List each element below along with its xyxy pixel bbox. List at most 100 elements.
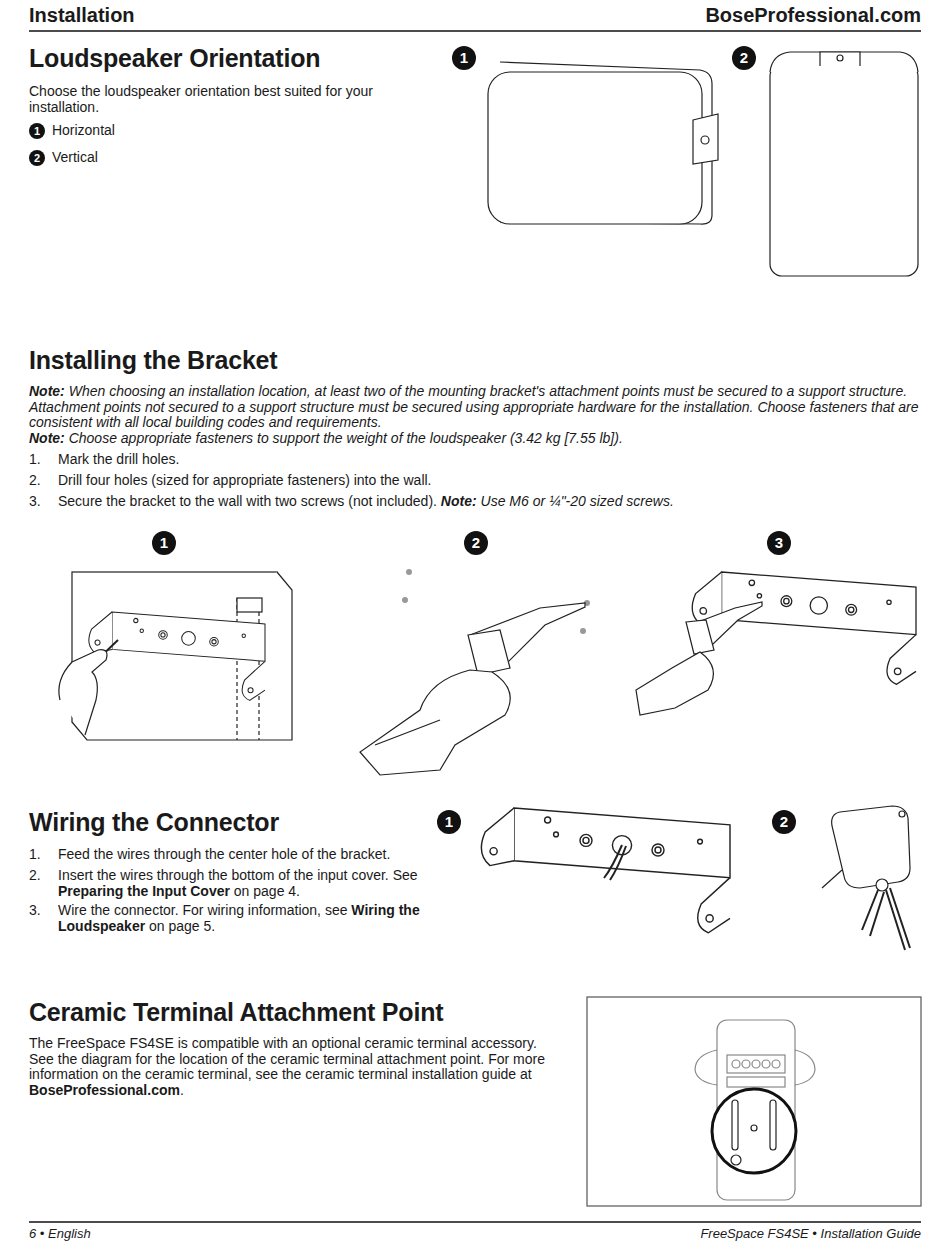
ceramic-terminal-figure <box>587 997 921 1206</box>
note: Note: Choose appropriate fasteners to su… <box>29 431 921 447</box>
input-cover <box>822 870 842 888</box>
callout-number: 2 <box>732 46 756 70</box>
section-heading: Installing the Bracket <box>29 346 277 375</box>
speaker-horizontal <box>488 72 702 224</box>
text: The FreeSpace FS4SE is compatible with a… <box>29 1035 545 1082</box>
step-text: Wire the connector. For wiring informati… <box>58 903 428 934</box>
ceramic-terminal-figure <box>770 1100 776 1150</box>
ceramic-terminal-figure <box>732 1060 740 1068</box>
text: Loudspeaker Orientation <box>29 44 320 72</box>
step-text: Insert the wires through the bottom of t… <box>58 868 428 899</box>
hand-drill <box>636 602 762 715</box>
hand-drill <box>468 630 510 675</box>
step-number: 3. <box>29 494 41 510</box>
step-number: 1. <box>29 452 41 468</box>
speaker-horizontal <box>488 62 718 224</box>
text: Choose the loudspeaker orientation best … <box>29 83 373 115</box>
step-text: Feed the wires through the center hole o… <box>58 847 438 863</box>
text: Installing the Bracket <box>29 346 277 374</box>
header-link: BoseProfessional.com <box>705 4 921 27</box>
section-heading: Ceramic Terminal Attachment Point <box>29 998 443 1027</box>
step-text: Secure the bracket to the wall with two … <box>58 494 918 510</box>
text: 1. <box>29 451 41 467</box>
callout-number: 1 <box>152 531 176 555</box>
ceramic-terminal-figure <box>587 997 921 1206</box>
text: Choose appropriate fasteners to support … <box>69 430 623 446</box>
input-cover <box>876 879 888 891</box>
wall-illustration <box>236 598 237 740</box>
hand-drill <box>686 620 714 654</box>
title-text: Installation <box>29 4 135 26</box>
text: 6 • English <box>29 1226 91 1241</box>
text: Wiring the Connector <box>29 808 279 836</box>
callout-number: 2 <box>29 150 45 166</box>
hand-pencil <box>59 650 107 735</box>
text: 3. <box>29 493 41 509</box>
callout: 3 <box>767 531 791 555</box>
section-heading: Wiring the Connector <box>29 808 279 837</box>
speaker-vertical <box>770 64 918 276</box>
text: Secure the bracket to the wall with two … <box>58 493 437 509</box>
footer-guide: FreeSpace FS4SE • Installation Guide <box>700 1226 921 1241</box>
text: BoseProfessional.com <box>705 4 921 26</box>
list-item: 1 Horizontal <box>29 123 115 139</box>
ceramic-terminal-figure <box>732 1100 738 1150</box>
list-item: 2 Vertical <box>29 150 98 166</box>
text: Wire the connector. For wiring informati… <box>58 902 347 918</box>
step-number: 1. <box>29 847 41 863</box>
ceramic-terminal-figure <box>712 1089 796 1173</box>
footer-page: 6 • English <box>29 1226 91 1241</box>
text: Horizontal <box>52 122 115 138</box>
wall-illustration <box>237 598 262 612</box>
callout-number: 2 <box>464 531 488 555</box>
text: BoseProfessional.com <box>29 1082 180 1098</box>
input-cover <box>899 811 905 817</box>
text: Note: <box>29 383 65 399</box>
step-text: Drill four holes (sized for appropriate … <box>58 473 918 489</box>
ceramic-terminal-figure <box>731 1155 741 1165</box>
paragraph: The FreeSpace FS4SE is compatible with a… <box>29 1036 564 1099</box>
step-number: 3. <box>29 903 41 919</box>
text: Preparing the Input Cover <box>58 883 230 899</box>
ceramic-terminal-figure <box>795 1050 815 1085</box>
text: Insert the wires through the bottom of t… <box>58 867 418 883</box>
text: 2. <box>29 472 41 488</box>
callout-number: 3 <box>767 531 791 555</box>
callout: 2 <box>772 810 796 834</box>
text: Drill four holes (sized for appropriate … <box>58 472 432 488</box>
wires <box>610 846 626 880</box>
speaker-vertical <box>820 52 860 66</box>
step-number: 2. <box>29 868 41 884</box>
ceramic-terminal-figure <box>752 1060 760 1068</box>
section-heading: Loudspeaker Orientation <box>29 44 320 73</box>
text: 3. <box>29 902 41 918</box>
wires <box>604 845 626 880</box>
callout: 1 <box>452 46 476 70</box>
text: Mark the drill holes. <box>58 451 179 467</box>
text: 1. <box>29 846 41 862</box>
speaker-horizontal <box>701 136 709 144</box>
ceramic-terminal-figure <box>772 1060 780 1068</box>
note: Note: When choosing an installation loca… <box>29 384 921 431</box>
hand-drill <box>636 652 713 715</box>
text: on page 4. <box>234 883 300 899</box>
drill-holes <box>406 569 412 575</box>
hand-drill <box>375 720 440 745</box>
callout: 1 <box>437 810 461 834</box>
text: Note: <box>29 430 65 446</box>
input-cover <box>822 806 910 950</box>
text: FreeSpace FS4SE • Installation Guide <box>700 1226 921 1241</box>
text: on page 5. <box>149 918 215 934</box>
header-rule <box>29 30 921 32</box>
input-cover <box>862 890 884 936</box>
callout-number: 1 <box>452 46 476 70</box>
callout-number: 2 <box>772 810 796 834</box>
step-text: Mark the drill holes. <box>58 452 918 468</box>
text: Use M6 or ¼"-20 sized screws. <box>481 493 674 509</box>
text: 2. <box>29 867 41 883</box>
drill-holes <box>402 569 590 634</box>
callout: 2 <box>732 46 756 70</box>
speaker-vertical <box>770 52 918 276</box>
speaker-horizontal <box>693 114 718 164</box>
step-number: 2. <box>29 473 41 489</box>
